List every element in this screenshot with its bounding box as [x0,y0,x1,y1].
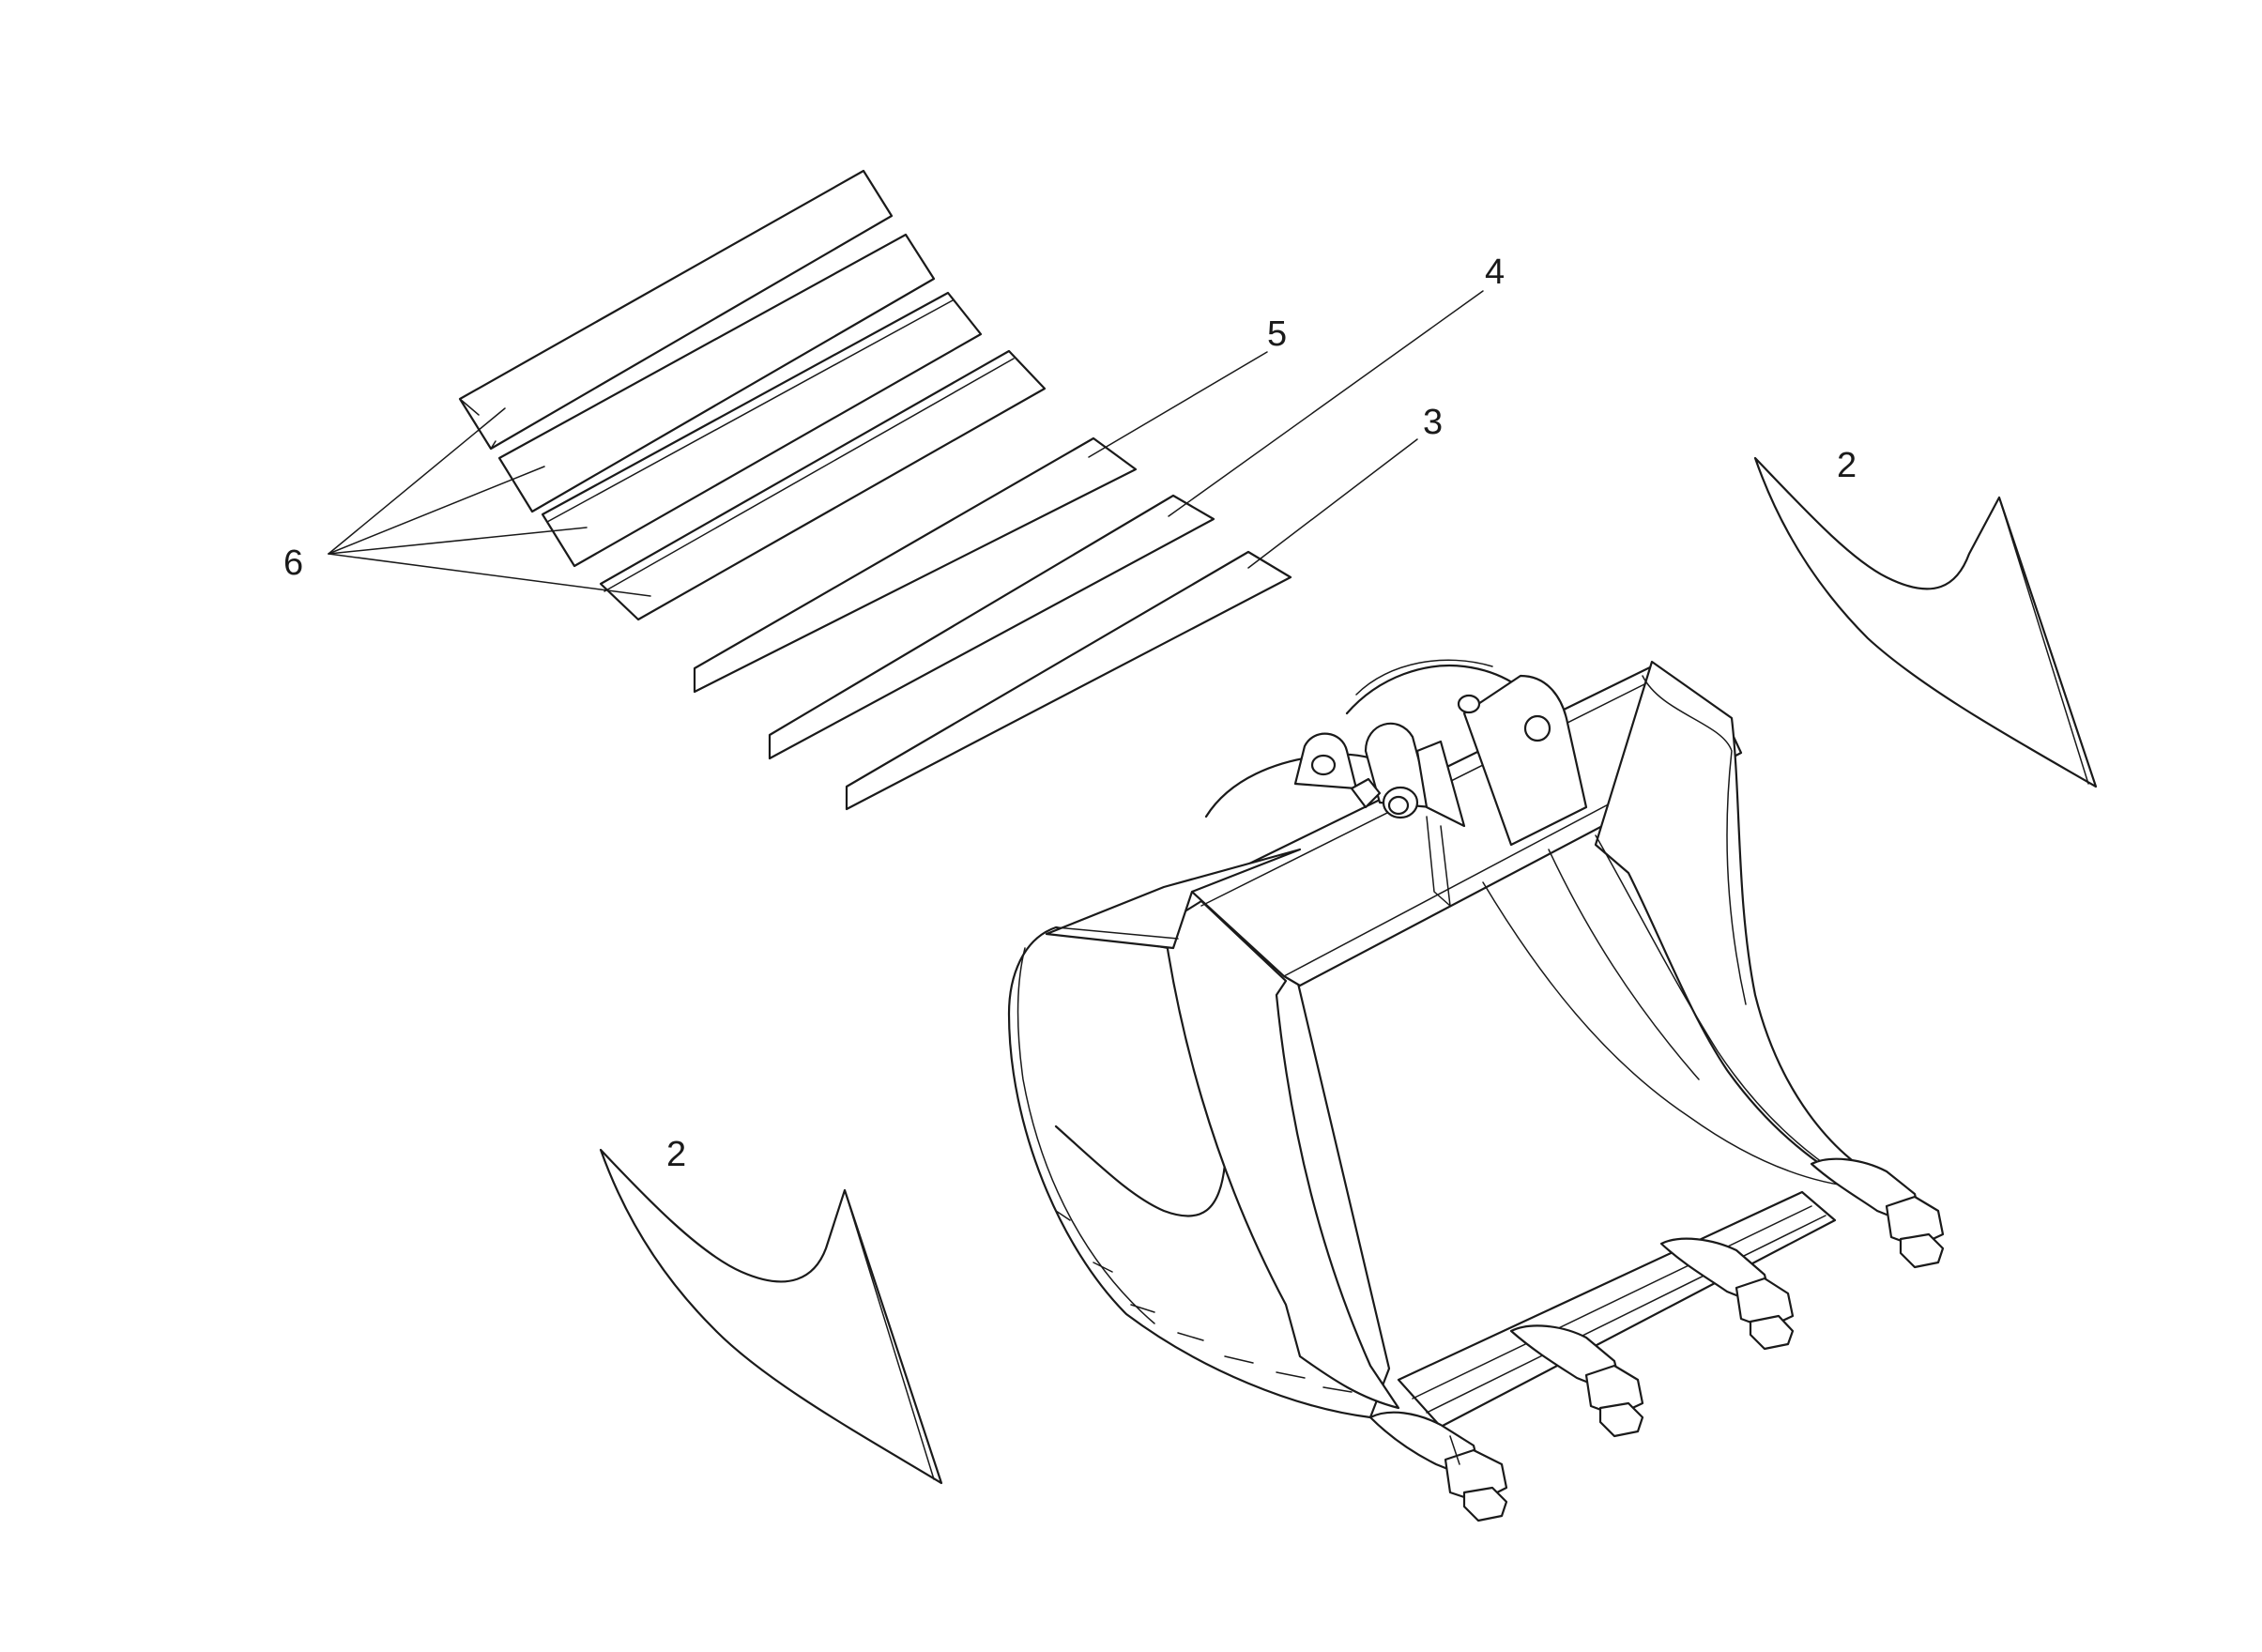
plate-4 [768,494,1215,760]
plate-6d [599,349,1047,621]
callout-labels: 6 5 4 3 2 2 [283,252,1857,1174]
callout-6: 6 [283,543,303,583]
plate-6b [497,233,936,513]
excavator-bucket [1007,659,1945,1522]
callout-3: 3 [1423,403,1443,442]
callout-4: 4 [1485,252,1505,292]
plate-5 [693,436,1138,694]
callout-2-right: 2 [1837,446,1857,485]
side-cutter-right [1753,456,2098,788]
plate-3 [845,550,1292,811]
tooth-3 [1659,1237,1795,1351]
mounting-ears [1293,674,1588,907]
side-cutter-left [599,1148,943,1485]
callout-5: 5 [1267,314,1287,354]
tooth-2 [1509,1324,1644,1438]
tooth-1 [1368,1411,1508,1522]
tooth-4 [1810,1157,1945,1269]
plate-6c [541,291,983,568]
callout-2-left: 2 [666,1135,686,1174]
wear-plates-6 [458,169,1047,621]
leader-lines [328,290,1484,597]
plate-6a [458,169,894,451]
bucket-teeth [1368,1157,1945,1522]
